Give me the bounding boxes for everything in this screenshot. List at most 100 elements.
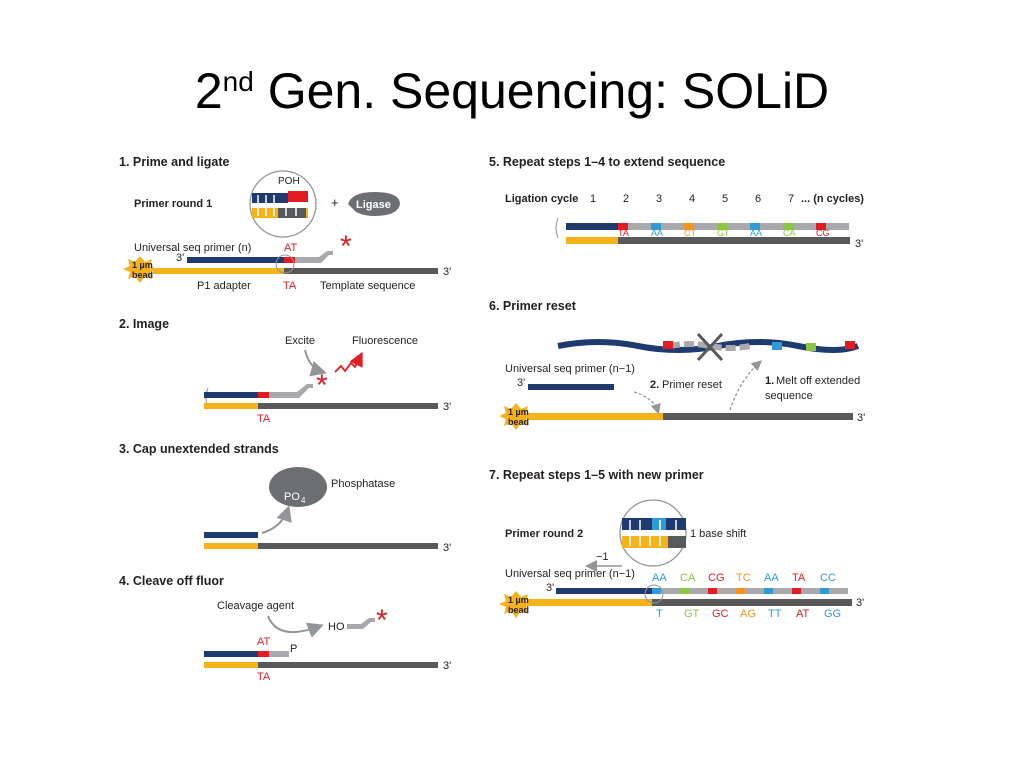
probe-gray-5 — [760, 223, 783, 230]
adapter-strand-7 — [528, 599, 652, 606]
one-base-shift-label: 1 base shift — [690, 528, 746, 540]
primer-round-2-label: Primer round 2 — [505, 528, 583, 540]
r2-probe-color-1 — [652, 588, 661, 594]
probe-color-5 — [750, 223, 760, 230]
r2-top-base-5: AA — [764, 572, 779, 584]
template-strand-7 — [652, 599, 852, 606]
probe-pair-3: CT — [684, 228, 696, 238]
ligation-cycle-label: Ligation cycle — [505, 193, 578, 205]
probe-color-2 — [651, 223, 661, 230]
fluor-star-1: * — [340, 230, 352, 263]
template-strand-5 — [618, 237, 850, 244]
slide-title: 2nd Gen. Sequencing: SOLiD — [0, 62, 1024, 120]
probe-gray-2 — [661, 223, 684, 230]
free-primer-6 — [528, 384, 614, 390]
step-3-heading: 3. Cap unextended strands — [119, 442, 279, 456]
probe-red-2 — [258, 392, 269, 398]
step-6-reset: 6. Primer reset Universal seq primer (n−… — [489, 299, 865, 430]
p1-adapter-strand-1 — [153, 268, 284, 274]
step-5-heading: 5. Repeat steps 1–4 to extend sequence — [489, 155, 725, 169]
r2-bottom-base-4: AG — [740, 608, 756, 620]
shift-site-circle — [644, 584, 664, 604]
melted-probe-red-2 — [845, 341, 855, 349]
probe-pair-6: CA — [783, 228, 796, 238]
r2-probe-color-5 — [764, 588, 773, 594]
adapter-strand-4 — [204, 662, 258, 668]
primer-strand-1 — [187, 257, 284, 263]
probe-gray-6 — [793, 223, 816, 230]
step-7-heading: 7. Repeat steps 1–5 with new primer — [489, 468, 704, 482]
universal-primer-n-label: Universal seq primer (n) — [134, 242, 251, 254]
probe-gray-4 — [269, 651, 289, 657]
r2-bottom-base-5: TT — [768, 608, 782, 620]
template-strand-2 — [258, 403, 438, 409]
r2-probe-gray-3 — [717, 588, 736, 594]
universal-primer-n1-label-7: Universal seq primer (n−1) — [505, 568, 635, 580]
step-1-prime-and-ligate: 1. Prime and ligate Primer round 1 POH +… — [119, 155, 451, 292]
minus-one-label: −1 — [596, 551, 609, 563]
round-2-probes — [652, 588, 848, 594]
r2-bottom-base-7: GG — [824, 608, 841, 620]
at-label-1: AT — [284, 242, 298, 254]
primer-reset-arrow — [633, 391, 661, 415]
bead-7: 1 µm bead — [499, 591, 533, 618]
zoom-circle-2 — [619, 499, 687, 567]
r2-bottom-base-3: GC — [712, 608, 729, 620]
probe-gray-4 — [727, 223, 750, 230]
r2-bottom-base-2: GT — [684, 608, 700, 620]
template-strand-3 — [258, 543, 438, 549]
fluor-star-2: * — [316, 369, 328, 402]
cycle-number-4: 4 — [689, 193, 695, 205]
step-4-heading: 4. Cleave off fluor — [119, 574, 224, 588]
po-label: PO — [284, 491, 300, 503]
step-6-heading: 6. Primer reset — [489, 299, 577, 313]
melt-off-label-b: sequence — [765, 390, 813, 402]
step-1-heading: 1. Prime and ligate — [119, 155, 230, 169]
three-prime-4: 3' — [443, 660, 451, 672]
probe-gray-1 — [295, 251, 333, 263]
primer-strand-3 — [204, 532, 258, 538]
r2-probe-gray-1 — [661, 588, 680, 594]
r2-bottom-base-6: AT — [796, 608, 810, 620]
bead-6-text-b: bead — [508, 417, 529, 427]
three-prime-1b: 3' — [443, 266, 451, 278]
probe-pair-1: TA — [618, 228, 629, 238]
title-superscript: nd — [222, 66, 254, 97]
excite-arrow — [304, 349, 327, 377]
melted-probe-green — [806, 343, 816, 351]
step-2-image: 2. Image Excite Fluorescence * 3' TA — [119, 317, 451, 425]
probe-pair-4: GT — [717, 228, 730, 238]
primer-strand-4 — [204, 651, 258, 657]
primer-round-1-label: Primer round 1 — [134, 198, 212, 210]
title-text: Gen. Sequencing: SOLiD — [253, 63, 830, 119]
bead-6-text-a: 1 µm — [508, 407, 529, 417]
bead-1-text-a: 1 µm — [132, 260, 153, 270]
bead-7-text-a: 1 µm — [508, 595, 529, 605]
three-prime-1a: 3' — [176, 252, 184, 264]
probe-red-1 — [284, 257, 295, 263]
cycle-number-7: 7 — [788, 193, 794, 205]
cycle-number-6: 6 — [755, 193, 761, 205]
universal-primer-n1-label-6: Universal seq primer (n−1) — [505, 363, 635, 375]
r2-probe-color-4 — [736, 588, 745, 594]
p-label-4: P — [290, 643, 297, 655]
step-7-new-primer: 7. Repeat steps 1–5 with new primer Prim… — [489, 468, 864, 620]
primer-strand-5 — [566, 223, 618, 230]
r2-top-base-1: AA — [652, 572, 667, 584]
r2-probe-gray-2 — [689, 588, 708, 594]
ho-label: HO — [328, 621, 345, 633]
at-label-4: AT — [257, 636, 271, 648]
r2-probe-gray-7 — [829, 588, 848, 594]
bead-7-text-b: bead — [508, 605, 529, 615]
n-cycles-label: ... (n cycles) — [801, 193, 864, 205]
probe-color-6 — [783, 223, 793, 230]
cycle-number-5: 5 — [722, 193, 728, 205]
three-prime-7a: 3' — [546, 582, 554, 594]
fluor-star-4: * — [376, 604, 388, 637]
three-prime-2: 3' — [443, 401, 451, 413]
r2-probe-color-6 — [792, 588, 801, 594]
three-prime-5: 3' — [855, 238, 863, 250]
template-strand-6 — [663, 413, 853, 420]
